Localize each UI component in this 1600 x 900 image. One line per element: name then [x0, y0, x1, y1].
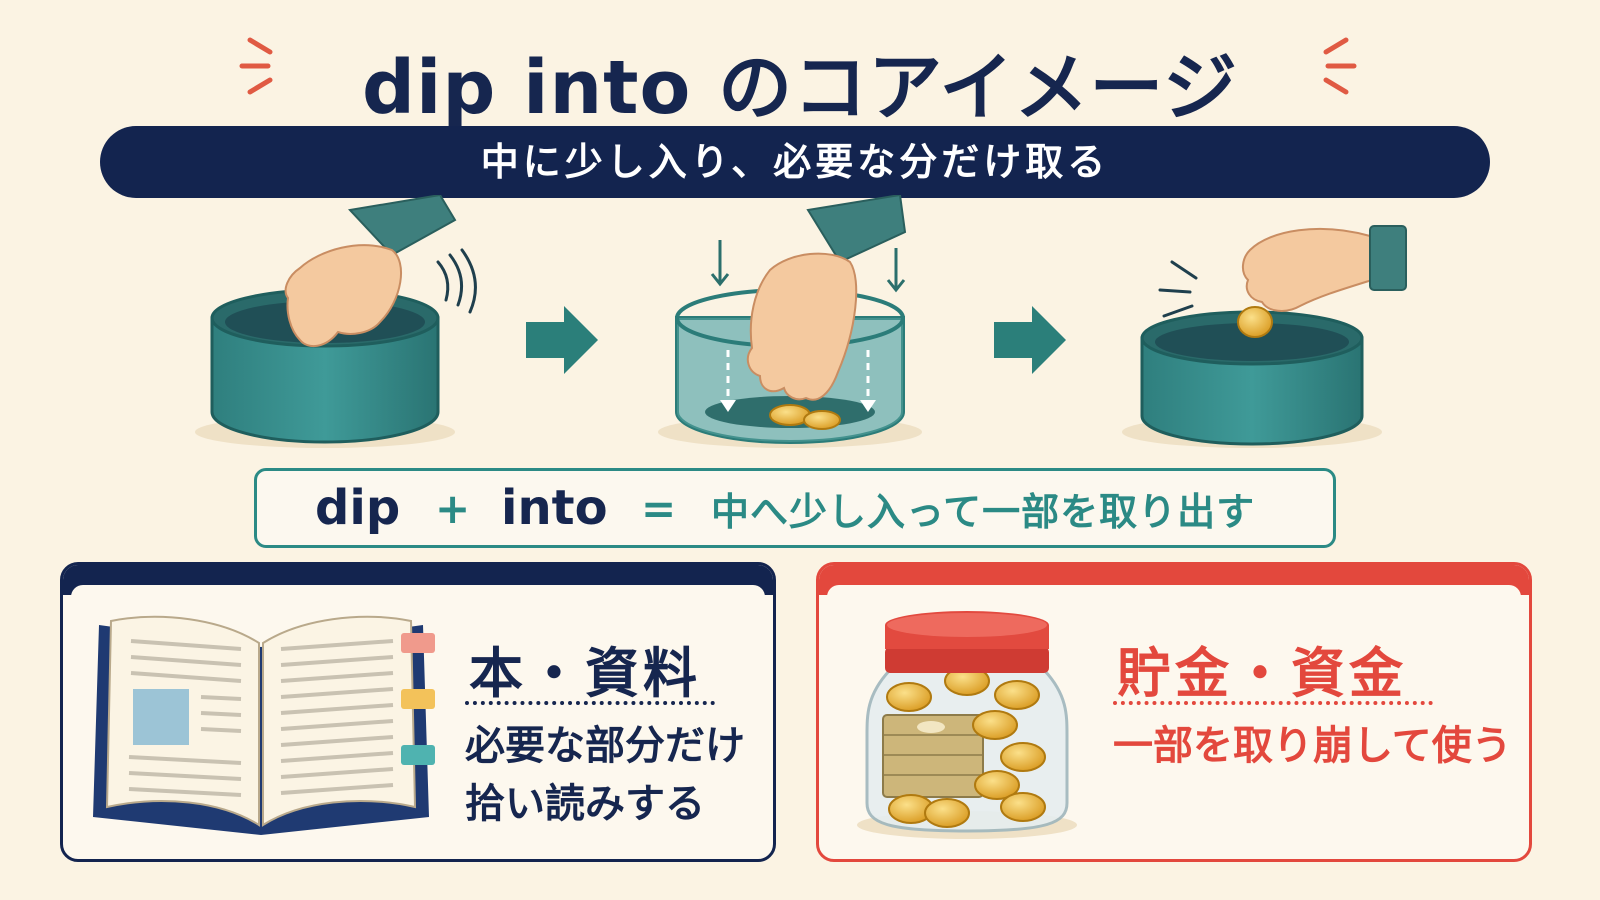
card-description-book: 必要な部分だけ拾い読みする: [465, 723, 745, 827]
burst-left-icon: [239, 37, 273, 95]
step-1-dip-in: [195, 195, 477, 448]
savings-card: 貯金・資金 一部を取り崩して使う: [816, 562, 1532, 862]
card-description-savings: 一部を取り崩して使う: [1113, 723, 1512, 769]
divider: [465, 701, 715, 705]
coin-jar-icon: [857, 611, 1077, 839]
formula-box: dip + into = 中へ少し入って一部を取り出す: [254, 468, 1336, 548]
step-3-take-out: [1122, 225, 1407, 448]
core-meaning-text: 中に少し入り、必要な分だけ取る: [480, 140, 1110, 184]
core-meaning-banner: 中に少し入り、必要な分だけ取る: [100, 126, 1490, 198]
book-card: 本・資料 必要な部分だけ拾い読みする: [60, 562, 776, 862]
step-illustrations: [195, 195, 1407, 448]
hand-icon: [1242, 227, 1374, 312]
formula-equals: =: [641, 483, 677, 533]
burst-right-icon: [1323, 37, 1357, 95]
formula-word-dip: dip: [315, 480, 401, 536]
open-book-icon: [93, 615, 435, 835]
hand-icon: [746, 252, 858, 401]
card-heading-book: 本・資料: [469, 642, 701, 705]
arrow-right-icon: [526, 306, 598, 374]
divider: [1113, 701, 1433, 705]
arrow-right-icon: [994, 306, 1066, 374]
step-2-pick-coins: [658, 195, 922, 448]
formula-meaning: 中へ少し入って一部を取り出す: [711, 489, 1256, 534]
card-heading-savings: 貯金・資金: [1117, 642, 1407, 705]
formula-plus: +: [435, 483, 471, 533]
formula-word-into: into: [501, 480, 608, 536]
page-title: dip into のコアイメージ: [362, 45, 1238, 131]
hand-icon: [284, 244, 403, 348]
